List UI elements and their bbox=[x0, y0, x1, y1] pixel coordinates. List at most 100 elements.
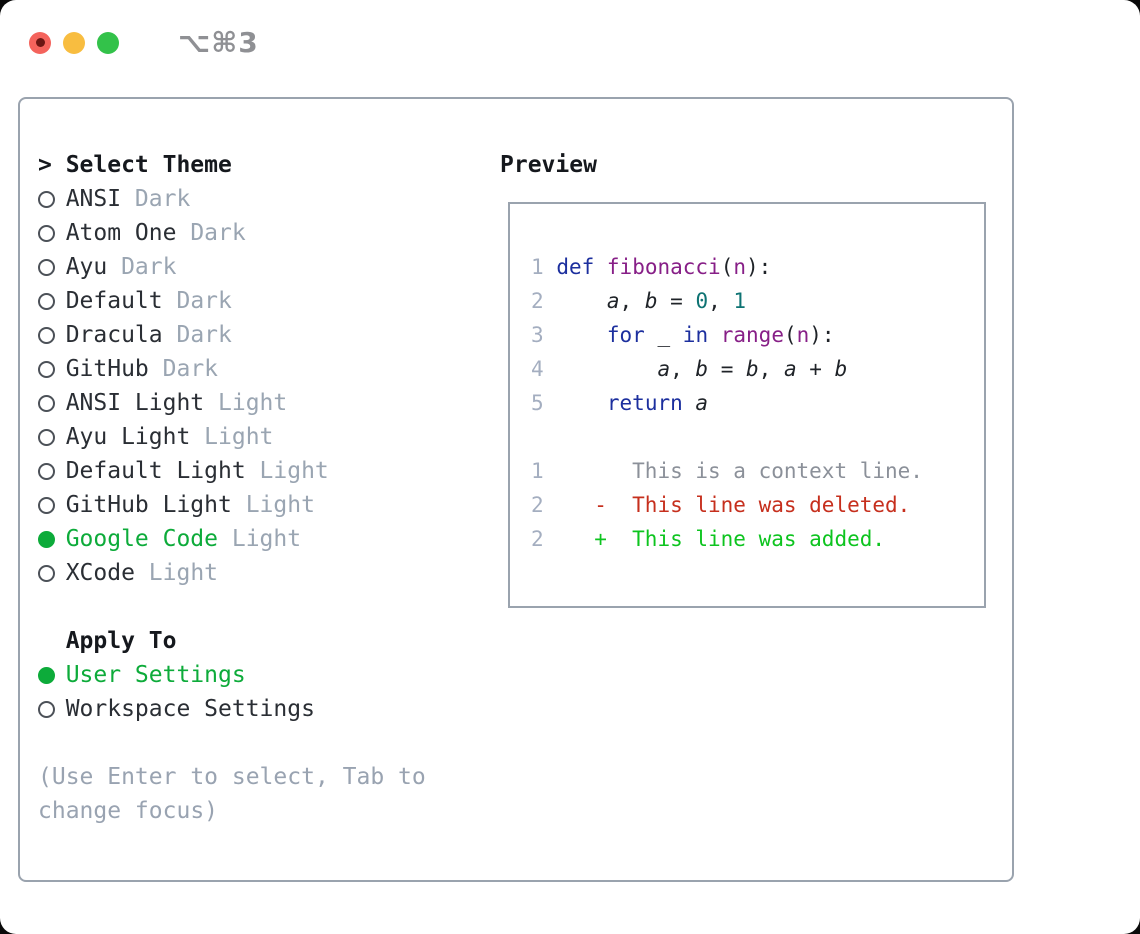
radio-cell bbox=[38, 564, 66, 582]
code-token: in bbox=[682, 323, 709, 347]
item-label: XCode bbox=[65, 560, 135, 586]
line-number: 5 bbox=[531, 391, 544, 415]
radio-cell bbox=[38, 394, 66, 412]
item-variant-label: Light bbox=[148, 560, 219, 586]
code-token: 0 bbox=[695, 289, 709, 313]
code-token: _ bbox=[657, 323, 671, 347]
theme-item[interactable]: Ayu Dark bbox=[38, 250, 426, 284]
code-token bbox=[683, 391, 696, 415]
theme-item[interactable]: Dracula Dark bbox=[38, 318, 426, 352]
item-variant-label: Dark bbox=[162, 356, 219, 382]
apply-option[interactable]: Workspace Settings bbox=[38, 692, 426, 726]
zoom-button[interactable] bbox=[97, 31, 119, 54]
diff-preview: 1 This is a context line.2 - This line w… bbox=[531, 454, 984, 556]
help-line-2: change focus) bbox=[38, 798, 219, 824]
line-number: 2 bbox=[531, 289, 544, 313]
code-token: a bbox=[657, 357, 671, 381]
radio-cell bbox=[38, 292, 66, 310]
code-token bbox=[556, 323, 607, 347]
item-variant-label: Light bbox=[204, 424, 274, 450]
blank-line bbox=[531, 420, 984, 454]
item-variant-label: Dark bbox=[176, 288, 232, 314]
radio-icon bbox=[38, 224, 55, 242]
item-label: Google Code bbox=[65, 526, 219, 552]
code-token: , bbox=[670, 357, 696, 381]
cursor-indicator: > bbox=[38, 152, 52, 178]
code-token: = bbox=[657, 289, 696, 313]
radio-selected-icon bbox=[38, 666, 55, 684]
code-token: ( bbox=[720, 255, 734, 279]
code-token: a bbox=[783, 357, 797, 381]
code-token: a bbox=[695, 391, 709, 415]
item-variant-label: Dark bbox=[176, 322, 232, 348]
item-variant-label: Light bbox=[259, 458, 329, 484]
line-number: 1 bbox=[531, 255, 544, 279]
item-label: Workspace Settings bbox=[65, 696, 315, 722]
item-label: User Settings bbox=[65, 662, 246, 688]
code-token: 1 bbox=[733, 289, 747, 313]
theme-item[interactable]: Google Code Light bbox=[38, 522, 426, 556]
code-token bbox=[670, 323, 683, 347]
apply-option[interactable]: User Settings bbox=[38, 658, 426, 692]
code-token: fibonacci bbox=[606, 255, 721, 279]
code-token bbox=[556, 357, 657, 381]
code-token bbox=[594, 255, 607, 279]
close-dot-icon bbox=[35, 38, 45, 47]
code-token: ): bbox=[809, 323, 835, 347]
item-label: ANSI bbox=[65, 186, 122, 212]
radio-icon bbox=[38, 360, 55, 378]
close-button[interactable] bbox=[29, 31, 51, 54]
radio-cell bbox=[38, 258, 66, 276]
radio-icon bbox=[38, 700, 55, 718]
item-variant-label: Light bbox=[245, 492, 315, 518]
radio-cell bbox=[38, 360, 66, 378]
theme-item[interactable]: XCode Light bbox=[38, 556, 426, 590]
item-variant-label: Dark bbox=[121, 254, 177, 280]
apply-to-header-row: Apply To bbox=[38, 624, 426, 658]
code-token bbox=[556, 391, 607, 415]
select-theme-header: >Select Theme bbox=[38, 148, 426, 182]
radio-icon bbox=[38, 190, 55, 208]
diff-text: - This line was deleted. bbox=[543, 493, 911, 517]
minimize-button[interactable] bbox=[63, 31, 85, 54]
code-line: 5 return a bbox=[531, 386, 984, 420]
code-token: a bbox=[606, 289, 620, 313]
radio-cell bbox=[38, 666, 66, 684]
code-token: = bbox=[708, 357, 747, 381]
radio-icon bbox=[38, 462, 55, 480]
item-label: Ayu bbox=[65, 254, 108, 280]
radio-cell bbox=[38, 496, 66, 514]
code-token: n bbox=[733, 255, 747, 279]
radio-icon bbox=[38, 258, 55, 276]
code-token: , bbox=[619, 289, 645, 313]
line-number: 4 bbox=[531, 357, 544, 381]
item-variant-label: Light bbox=[231, 526, 302, 552]
radio-cell bbox=[38, 462, 66, 480]
code-token: , bbox=[708, 289, 734, 313]
diff-line-del: 2 - This line was deleted. bbox=[531, 488, 984, 522]
code-token: ( bbox=[783, 323, 797, 347]
code-token: for bbox=[606, 323, 645, 347]
code-token: range bbox=[720, 323, 784, 347]
radio-cell bbox=[38, 224, 66, 242]
item-variant-label: Light bbox=[218, 390, 288, 416]
item-label: Atom One bbox=[65, 220, 177, 246]
code-token: b bbox=[834, 357, 848, 381]
code-token: b bbox=[746, 357, 759, 381]
code-token: + bbox=[796, 357, 835, 381]
item-label: Dracula bbox=[65, 322, 163, 348]
line-number: 2 bbox=[531, 527, 544, 551]
